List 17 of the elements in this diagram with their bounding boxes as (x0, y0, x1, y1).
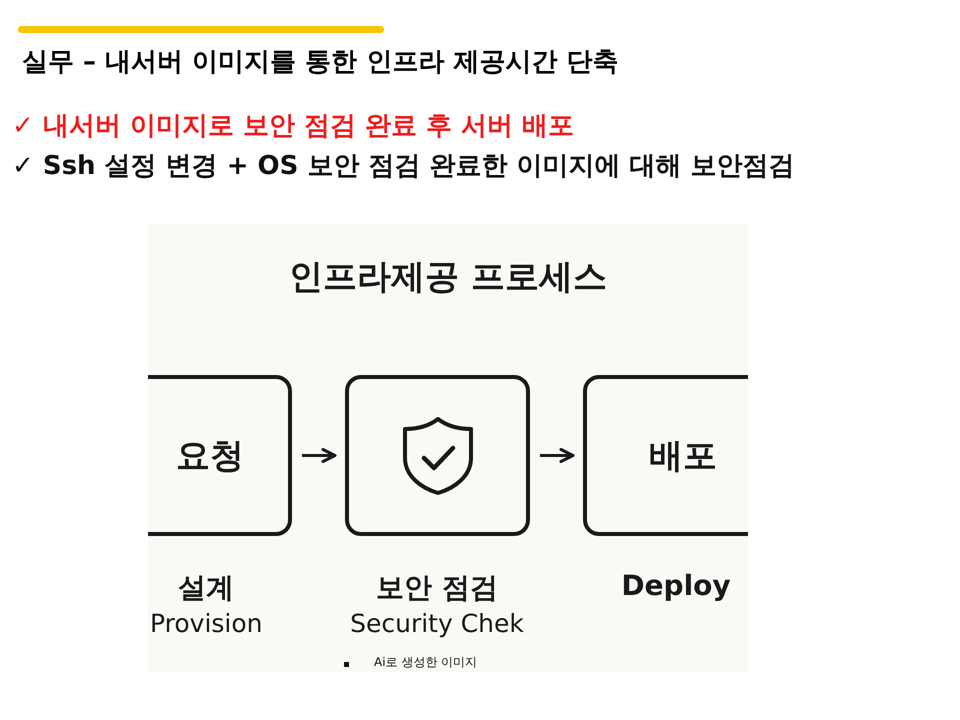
diagram-heading: 인프라제공 프로세스 (288, 256, 608, 299)
step-subcaption: Security Chek (349, 609, 525, 638)
arrow (540, 448, 574, 463)
process-box (345, 375, 530, 536)
step-caption: 보안 점검 (375, 570, 499, 606)
process-box (583, 375, 748, 536)
slide-title: 실무 – 내서버 이미지를 통한 인프라 제공시간 단축 (22, 46, 618, 79)
step-caption: Deploy (620, 569, 732, 602)
step-caption: 설계 (177, 570, 235, 606)
step-subcaption: Provision (150, 609, 264, 638)
process-box (148, 375, 292, 536)
arrow (302, 448, 336, 463)
bullet-point: ✓ 내서버 이미지로 보안 점검 완료 후 서버 배포 (12, 110, 574, 143)
image-caption: Ai로 생성한 이미지 (374, 654, 478, 671)
step-label: 요청 (176, 434, 244, 478)
bullet-point: ✓ Ssh 설정 변경 + OS 보안 점검 완료한 이미지에 대해 보안점검 (12, 150, 795, 183)
step-label: 배포 (649, 434, 717, 478)
